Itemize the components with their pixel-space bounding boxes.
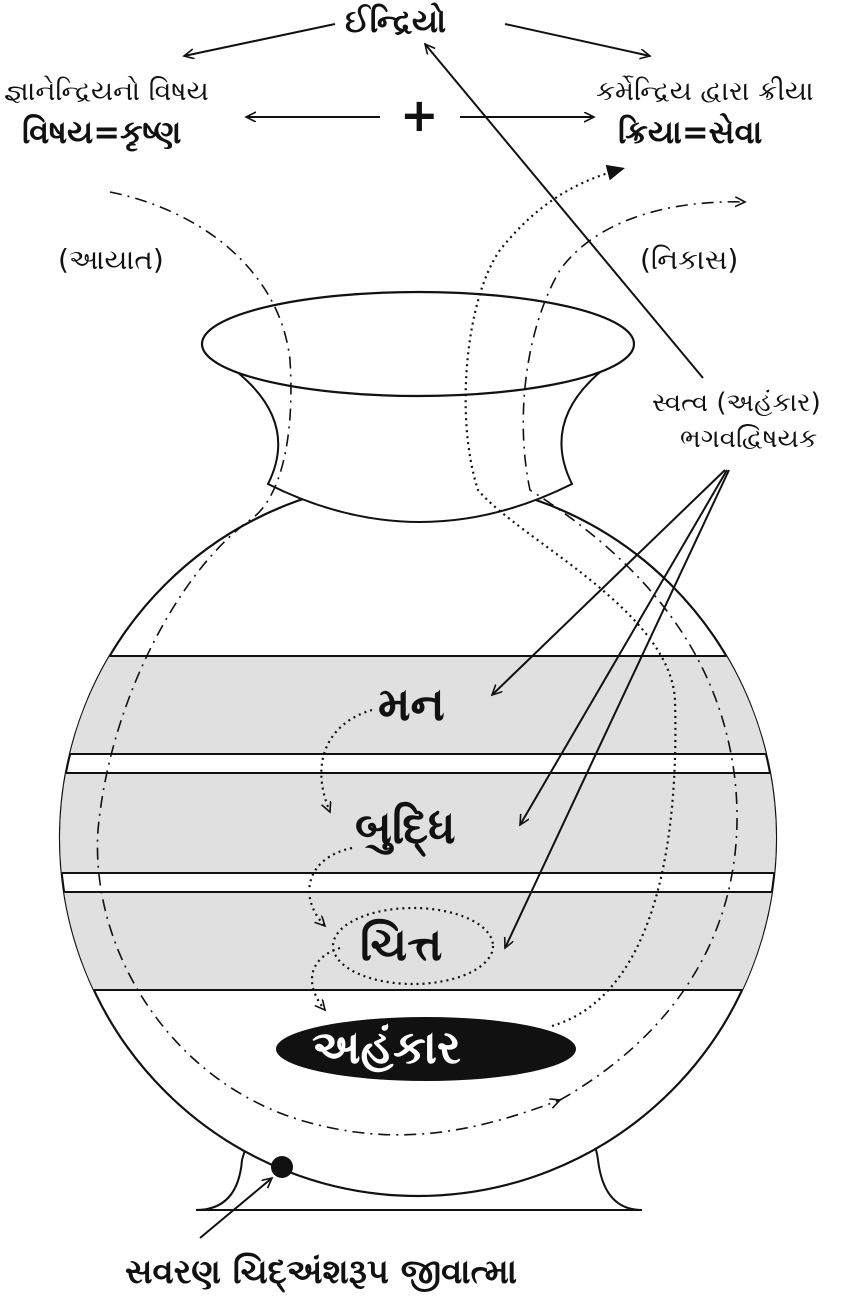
- arrow-svatva-to-indriyo: [425, 44, 704, 379]
- flow-buddhi-to-chitt: [308, 846, 353, 926]
- arrow-svatva-to-buddhi: [520, 469, 728, 825]
- layer-label-man: મન: [378, 677, 445, 731]
- arrow-svatva-to-chitt: [505, 469, 730, 948]
- label-jivatma: સવરણ ચિદ્અંશરૂપ જીવાત્મા: [125, 1252, 518, 1292]
- label-karmendriya-action: કર્મેન્દ્રિય દ્વારા ક્રીયા: [596, 76, 814, 107]
- jivatma-dot: [271, 1156, 293, 1178]
- band-buddhi: [60, 772, 776, 874]
- label-nikas: (નિકાસ): [640, 243, 739, 276]
- pot-mouth: [200, 290, 636, 398]
- flow-man-to-buddhi: [320, 708, 373, 812]
- arrow-indriyo-left: [184, 23, 336, 56]
- layer-bands: [60, 655, 776, 991]
- flow-ahankar-to-seva: [464, 164, 677, 1028]
- layer-label-chitt: ચિત્ત: [360, 917, 443, 971]
- label-svatva: સ્વત્વ (અહંકાર): [652, 388, 821, 418]
- export-flow-path: [522, 202, 745, 1101]
- layer-label-ahankar: અહંકાર: [312, 1020, 461, 1074]
- ahankar-pill: [276, 1017, 576, 1081]
- arrow-jivatma: [199, 1178, 272, 1239]
- label-bhagavadvishayak: ભગવદ્વિષયક: [680, 424, 818, 454]
- band-man: [60, 655, 776, 755]
- label-vishay-krishna: વિષય=કૃષ્ણ: [22, 113, 182, 151]
- label-jnanendriya-subject: જ્ઞાનેન્દ્રિયનો વિષય: [4, 76, 209, 107]
- import-flow-path: [96, 191, 560, 1136]
- chitt-outline: [331, 906, 495, 986]
- label-kriya-seva: ક્રિયા=સેવા: [618, 113, 763, 151]
- arrow-indriyo-right: [504, 23, 650, 56]
- arrow-svatva-to-man: [492, 469, 726, 695]
- label-plus: +: [400, 88, 439, 142]
- band-chitt: [60, 891, 776, 991]
- layer-label-buddhi: બુદ્ધિ: [355, 800, 456, 854]
- pot-neck: [229, 367, 608, 523]
- label-aayat: (આયાત): [58, 243, 164, 276]
- label-indriyo: ઈન્દ્રિયો: [345, 2, 447, 40]
